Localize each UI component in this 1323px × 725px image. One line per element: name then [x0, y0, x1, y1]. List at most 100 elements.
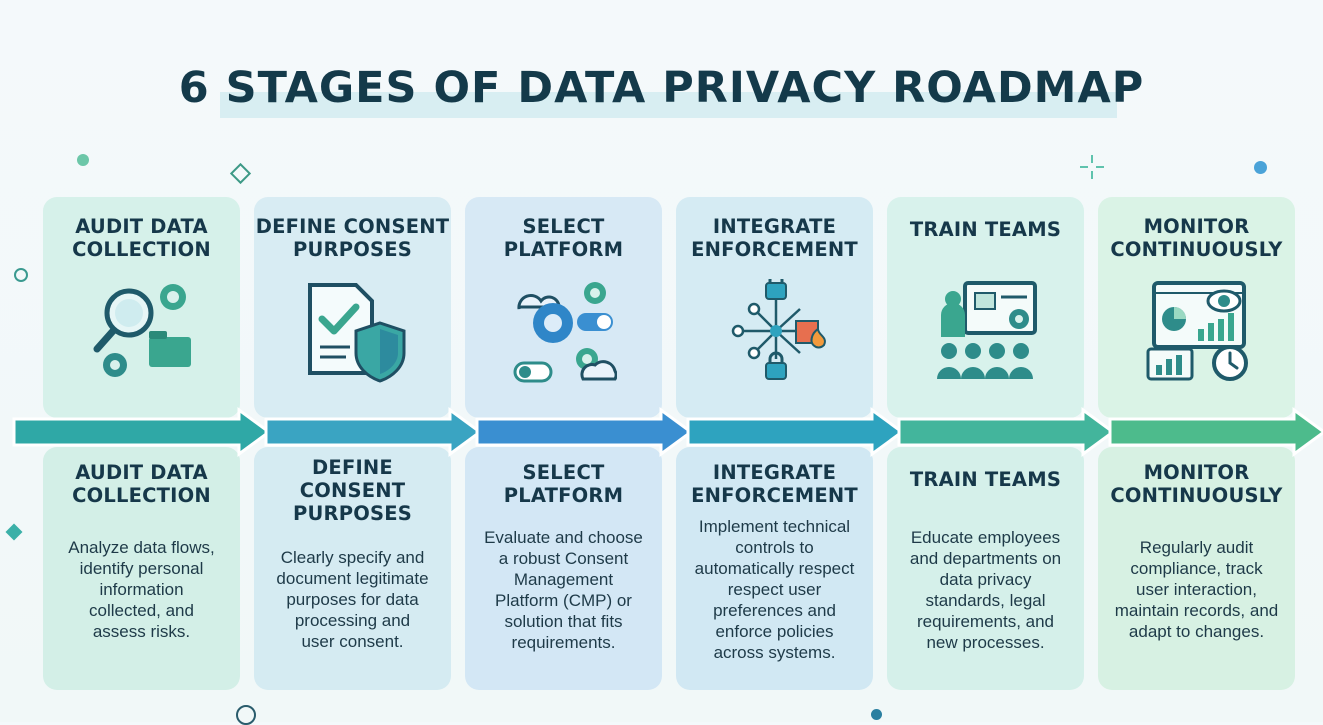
description-line: identify personal [79, 559, 204, 578]
description-line: Management [513, 570, 614, 589]
description-line: assess risks. [92, 622, 191, 641]
description-line: Implement technical [698, 517, 851, 536]
description-line: user consent. [301, 632, 404, 651]
stage-card-bottom: TRAIN TEAMS Educate employees and departme… [887, 447, 1084, 690]
description-line: requirements. [511, 633, 616, 652]
stage-subheading-line: INTEGRATE [712, 461, 837, 484]
description-line: Clearly specify and [280, 548, 425, 567]
stage-subheading-line: PURPOSES [292, 502, 413, 525]
description-line: purposes for data [286, 590, 419, 609]
description-line: requirements, and [916, 612, 1055, 631]
stage-heading-line: MONITOR [1143, 215, 1250, 238]
stage-description: Clearly specify and document legitimate pu… [262, 547, 443, 652]
stage-heading-line: INTEGRATE [712, 215, 837, 238]
description-line: across systems. [713, 643, 836, 662]
description-line: respect user [727, 580, 822, 599]
description-line: solution that fits [504, 612, 623, 631]
page-title: 6 STAGES OF DATA PRIVACY ROADMAP [178, 63, 1145, 113]
description-line: Evaluate and choose [484, 528, 643, 547]
title-highlight [220, 92, 1117, 118]
description-line: standards, legal [925, 591, 1046, 610]
stage-heading-line: PLATFORM [503, 238, 624, 261]
stage-subheading-line: CONTINUOUSLY [1110, 484, 1283, 507]
stage-card-top: TRAIN TEAMS [887, 197, 1084, 418]
stage-subheading-line: SELECT [522, 461, 605, 484]
description-line: adapt to changes. [1128, 622, 1265, 641]
magnifier-gears-folder-icon [91, 279, 195, 383]
cloud-gears-toggle-icon [513, 279, 618, 383]
decor-diamond [229, 162, 252, 185]
description-line: preferences and [713, 601, 836, 620]
stage-heading-line: AUDIT DATA [75, 215, 208, 238]
decor-dot [14, 268, 28, 282]
description-line: collected, and [89, 601, 194, 620]
stage-heading-line: ENFORCEMENT [691, 238, 858, 261]
stage-heading-line: DEFINE CONSENT [255, 215, 450, 238]
description-line: enforce policies [715, 622, 834, 641]
stage-subheading-line: CONSENT [299, 479, 406, 502]
decor-sparkle [1080, 155, 1104, 179]
stage-subheading-line: PLATFORM [503, 484, 624, 507]
stage-subheading-line: MONITOR [1143, 461, 1250, 484]
presenter-audience-icon [935, 279, 1039, 383]
decor-dot [1254, 161, 1267, 174]
stage-heading-line: PURPOSES [292, 238, 413, 261]
description-line: processing and [294, 611, 411, 630]
description-line: new processes. [926, 633, 1045, 652]
stage-subheading-line: ENFORCEMENT [691, 484, 858, 507]
description-line: data privacy [939, 570, 1032, 589]
circuit-locks-firewall-icon [724, 272, 828, 383]
document-shield-check-icon [302, 279, 406, 383]
stage-description: Analyze data flows, identify personal info… [51, 537, 232, 642]
decor-dot [236, 705, 256, 725]
decor-dot [871, 709, 882, 720]
decor-diamond [5, 523, 23, 541]
description-line: compliance, track [1130, 559, 1263, 578]
description-line: Educate employees [910, 528, 1061, 547]
description-line: and departments on [909, 549, 1062, 568]
description-line: automatically respect [694, 559, 855, 578]
stage-subheading-line: AUDIT DATA [75, 461, 208, 484]
stage-description: Implement technical controls to automatica… [684, 516, 865, 663]
stage-heading-line: SELECT [522, 215, 605, 238]
description-line: Platform (CMP) or [495, 591, 632, 610]
description-line: controls to [735, 538, 814, 557]
description-line: information [99, 580, 184, 599]
description-line: maintain records, and [1114, 601, 1279, 620]
description-line: document legitimate [276, 569, 429, 588]
stage-heading-line: CONTINUOUSLY [1110, 238, 1283, 261]
stage-subheading-line: TRAIN TEAMS [909, 468, 1062, 491]
stage-heading-line: TRAIN TEAMS [909, 218, 1062, 241]
stage-heading-line: COLLECTION [72, 238, 211, 261]
title-area: 6 STAGES OF DATA PRIVACY ROADMAP [0, 60, 1323, 116]
decor-dot [77, 154, 89, 166]
stage-subheading-line: COLLECTION [72, 484, 211, 507]
description-line: Regularly audit [1139, 538, 1254, 557]
stage-subheading-line: DEFINE [312, 456, 393, 479]
description-line: Analyze data flows, [68, 538, 215, 557]
description-line: user interaction, [1136, 580, 1257, 599]
dashboard-eye-clock-icon [1146, 279, 1250, 383]
stage-subheading: TRAIN TEAMS [887, 468, 1084, 491]
description-line: a robust Consent [498, 549, 629, 568]
